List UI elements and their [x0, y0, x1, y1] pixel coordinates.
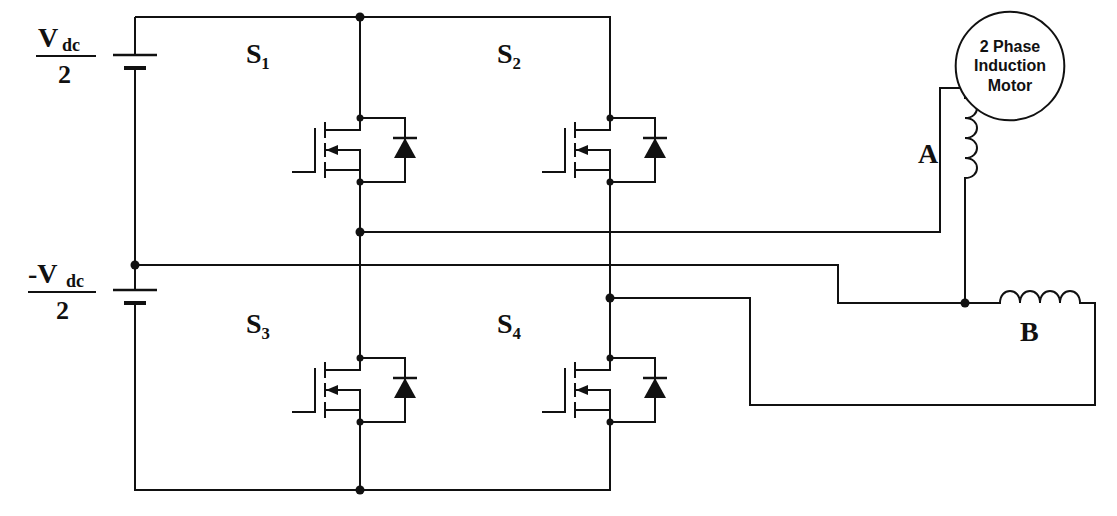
voltage-denominator: 2	[56, 298, 69, 324]
switch-label: S₃	[246, 310, 270, 338]
winding-label: B	[1020, 318, 1039, 346]
voltage-subscript: dc	[66, 272, 84, 290]
switch-label: S₂	[497, 40, 521, 68]
voltage-subscript: dc	[62, 36, 80, 54]
motor-text: 2 Phase Induction Motor	[970, 37, 1051, 95]
switch-label: S₄	[497, 310, 521, 338]
switch-label: S₁	[246, 40, 270, 68]
voltage-denominator: 2	[58, 62, 71, 88]
motor-circle: 2 Phase Induction Motor	[954, 10, 1066, 122]
voltage-label: V	[38, 24, 58, 52]
winding-label: A	[918, 140, 938, 168]
voltage-label: -V	[28, 260, 58, 288]
